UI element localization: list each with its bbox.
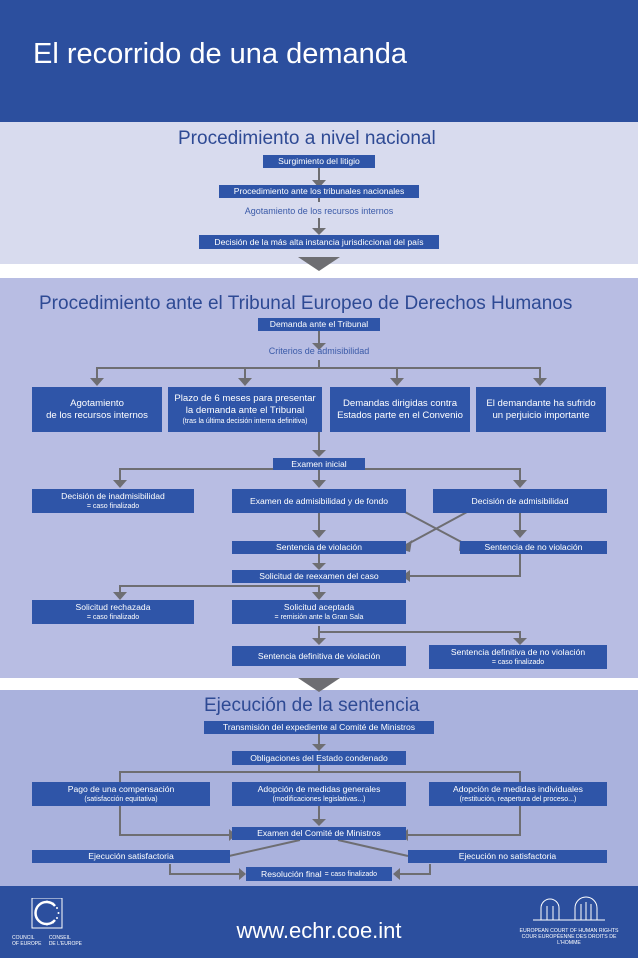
tedh-heading: Procedimiento ante el Tribunal Europeo d…: [39, 293, 573, 314]
pago-compensacion-box: Pago de una compensación (satisfacción e…: [32, 782, 210, 806]
coe-emblem-icon: [31, 897, 63, 929]
page-title: El recorrido de una demanda: [33, 38, 408, 70]
resolucion-final-box: Resolución final = caso finalizado: [246, 867, 392, 881]
national-heading: Procedimiento a nivel nacional: [178, 128, 436, 149]
obligaciones-box: Obligaciones del Estado condenado: [232, 751, 406, 765]
medidas-individuales-box: Adopción de medidas individuales (restit…: [429, 782, 607, 806]
criterio-estados-box: Demandas dirigidas contra Estados parte …: [330, 387, 470, 432]
criterio-perjuicio-box: El demandante ha sufrido un perjuicio im…: [476, 387, 606, 432]
court-building-icon: [533, 896, 605, 921]
criterio-agotamiento-box: Agotamiento de los recursos internos: [32, 387, 162, 432]
big-arrow-national: [298, 257, 340, 271]
ejecucion-satisfactoria-box: Ejecución satisfactoria: [32, 850, 230, 863]
demanda-box: Demanda ante el Tribunal: [258, 318, 380, 331]
definitiva-no-violacion-box: Sentencia definitiva de no violación = c…: [429, 645, 607, 669]
medidas-generales-box: Adopción de medidas generales (modificac…: [232, 782, 406, 806]
procedimiento-nacional-box: Procedimiento ante los tribunales nacion…: [219, 185, 419, 198]
reexamen-box: Solicitud de reexamen del caso: [232, 570, 406, 583]
sentencia-violacion-box: Sentencia de violación: [232, 541, 406, 554]
surgimiento-box: Surgimiento del litigio: [263, 155, 375, 168]
court-logo: EUROPEAN COURT OF HUMAN RIGHTS COUR EURO…: [510, 896, 628, 948]
examen-inicial-box: Examen inicial: [273, 458, 365, 470]
ejecucion-no-satisfactoria-box: Ejecución no satisfactoria: [408, 850, 607, 863]
agotamiento-text: Agotamiento de los recursos internos: [244, 206, 394, 216]
examen-fondo-box: Examen de admisibilidad y de fondo: [232, 489, 406, 513]
transmision-box: Transmisión del expediente al Comité de …: [204, 721, 434, 734]
criterio-plazo-box: Plazo de 6 meses para presentar la deman…: [168, 387, 322, 432]
solicitud-aceptada-box: Solicitud aceptada = remisión ante la Gr…: [232, 600, 406, 624]
criterios-text: Criterios de admisibilidad: [268, 346, 370, 356]
big-arrow-tedh: [298, 678, 340, 692]
website-url[interactable]: www.echr.coe.int: [236, 918, 402, 943]
arrow-heads: [90, 180, 547, 880]
examen-comite-box: Examen del Comité de Ministros: [232, 827, 406, 840]
solicitud-rechazada-box: Solicitud rechazada = caso finalizado: [32, 600, 194, 624]
admisibilidad-box: Decisión de admisibilidad: [433, 489, 607, 513]
footer-band: [0, 886, 638, 958]
connector-lines: [96, 168, 541, 875]
ejecucion-heading: Ejecución de la sentencia: [204, 695, 420, 716]
sentencia-no-violacion-box: Sentencia de no violación: [460, 541, 607, 554]
inadmisibilidad-box: Decisión de inadmisibilidad = caso final…: [32, 489, 194, 513]
header-band: El recorrido de una demanda: [0, 0, 638, 122]
decision-nacional-box: Decisión de la más alta instancia jurisd…: [199, 235, 439, 249]
definitiva-violacion-box: Sentencia definitiva de violación: [232, 646, 406, 666]
